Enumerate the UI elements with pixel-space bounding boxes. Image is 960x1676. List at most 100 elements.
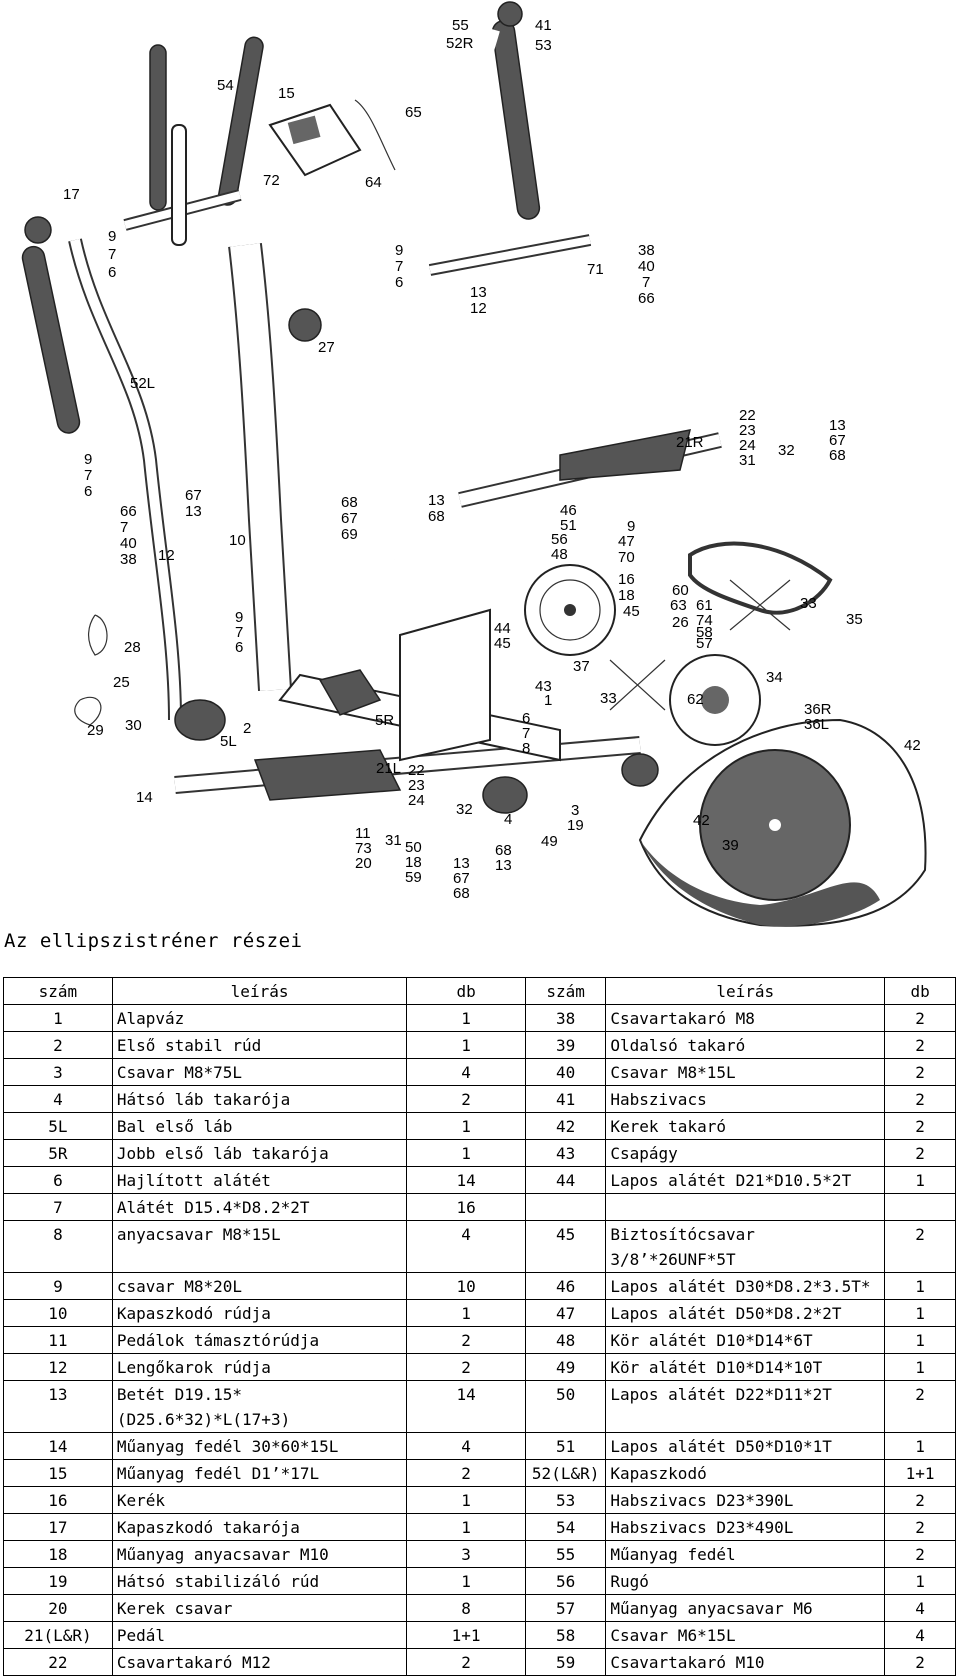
callout: 1 xyxy=(544,692,552,709)
table-cell: 19 xyxy=(3,1567,113,1595)
table-cell: 1 xyxy=(406,1513,526,1541)
callout: 64 xyxy=(365,174,382,191)
callout: 38 xyxy=(120,551,137,568)
table-cell: 14 xyxy=(406,1380,526,1433)
callout: 32 xyxy=(456,801,473,818)
table-cell xyxy=(524,1193,607,1221)
upright-tube xyxy=(171,124,187,246)
table-cell: 12 xyxy=(3,1353,113,1381)
table-cell: 1 xyxy=(406,1112,526,1140)
table-cell: 2 xyxy=(884,1513,956,1541)
callout: 57 xyxy=(696,635,713,652)
cable-28 xyxy=(88,614,108,656)
foam-grip-54b xyxy=(217,36,264,206)
table-cell: Csavar M8*75L xyxy=(111,1058,408,1086)
callout: 27 xyxy=(318,339,335,356)
sensor-wire-65 xyxy=(354,99,396,171)
callout: 49 xyxy=(541,833,558,850)
table-cell: 2 xyxy=(884,1486,956,1514)
callout: 7 xyxy=(108,246,116,263)
table-cell: 1 xyxy=(884,1272,956,1300)
table-cell: 10 xyxy=(406,1272,526,1300)
callout: 67 xyxy=(185,487,202,504)
pedal-21R xyxy=(559,429,692,481)
table-cell: Lapos alátét D50*D8.2*2T xyxy=(605,1299,886,1327)
callout: 73 xyxy=(355,840,372,857)
table-cell: 39 xyxy=(524,1031,607,1059)
callout: 5L xyxy=(220,733,237,750)
table-cell: 6 xyxy=(3,1166,113,1194)
callout: 50 xyxy=(405,839,422,856)
callout: 21R xyxy=(676,434,704,451)
table-cell: 4 xyxy=(884,1621,956,1649)
foot-5L xyxy=(174,699,226,741)
table-cell xyxy=(884,1193,956,1221)
diagram-drawing: 55 52R 41 53 54 15 65 64 72 17 9 7 6 9 7… xyxy=(21,1,927,927)
callout: 7 xyxy=(235,624,243,641)
table-cell: 20 xyxy=(3,1594,113,1622)
callout: 3 xyxy=(571,802,579,819)
table-cell: 2 xyxy=(884,1139,956,1167)
callout: 6 xyxy=(395,274,403,291)
end-cap-41 xyxy=(497,1,523,27)
callout: 45 xyxy=(623,603,640,620)
table-cell: 55 xyxy=(524,1540,607,1568)
foam-grip-52L xyxy=(21,245,81,434)
table-cell: 13 xyxy=(3,1380,113,1433)
callout: 71 xyxy=(587,261,604,278)
table-cell: Jobb első láb takarója xyxy=(111,1139,408,1167)
callout: 59 xyxy=(405,869,422,886)
console-64 xyxy=(268,103,362,177)
callout: 13 xyxy=(185,503,202,520)
table-cell: 53 xyxy=(524,1486,607,1514)
table-cell: Habszivacs D23*490L xyxy=(605,1513,886,1541)
callout: 56 xyxy=(551,531,568,548)
callout: 74 xyxy=(696,612,713,629)
callout: 31 xyxy=(739,452,756,469)
column-header: szám xyxy=(524,977,607,1005)
table-cell: Műanyag fedél 30*60*15L xyxy=(111,1432,408,1460)
callout: 25 xyxy=(113,674,130,691)
callout: 6 xyxy=(108,264,116,281)
table-cell: Műanyag fedél D1’*17L xyxy=(111,1459,408,1487)
callout: 23 xyxy=(739,422,756,439)
table-cell: 8 xyxy=(3,1220,113,1273)
callout: 63 xyxy=(670,597,687,614)
table-cell: 2 xyxy=(884,1058,956,1086)
table-cell: 2 xyxy=(884,1085,956,1113)
callout: 9 xyxy=(235,609,243,626)
callout: 33 xyxy=(800,595,817,612)
table-cell: Csavartakaró M8 xyxy=(605,1004,886,1032)
callout: 40 xyxy=(638,258,655,275)
table-cell: 1 xyxy=(884,1326,956,1354)
callout: 42 xyxy=(693,812,710,829)
table-cell: Csavartakaró M12 xyxy=(111,1648,408,1676)
callout: 24 xyxy=(739,437,756,454)
table-cell: 4 xyxy=(406,1432,526,1460)
pedal-21L xyxy=(253,749,402,801)
callout: 53 xyxy=(535,37,552,54)
table-cell: Rugó xyxy=(605,1567,886,1595)
table-cell: 2 xyxy=(884,1380,956,1433)
callout: 67 xyxy=(453,870,470,887)
callout: 62 xyxy=(687,691,704,708)
table-cell: 4 xyxy=(406,1058,526,1086)
table-cell: 43 xyxy=(524,1139,607,1167)
table-cell: 57 xyxy=(524,1594,607,1622)
table-cell: 16 xyxy=(406,1193,526,1221)
callout: 4 xyxy=(504,811,512,828)
table-cell xyxy=(605,1193,886,1221)
table-cell: 1 xyxy=(406,1486,526,1514)
table-cell: 2 xyxy=(884,1004,956,1032)
callout: 66 xyxy=(638,290,655,307)
callout: 5R xyxy=(375,712,394,729)
table-cell: Csavar M8*15L xyxy=(605,1058,886,1086)
callout: 68 xyxy=(495,842,512,859)
